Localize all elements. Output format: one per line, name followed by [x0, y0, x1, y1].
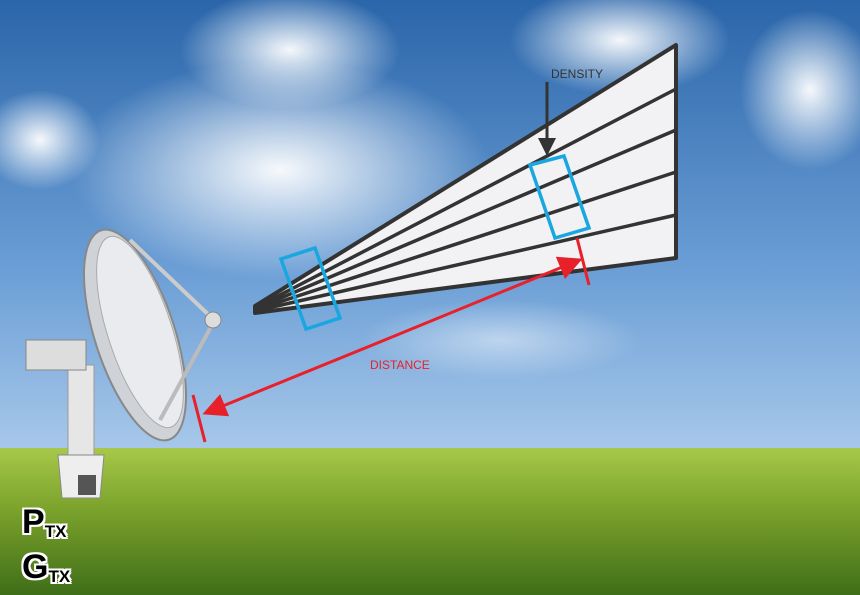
power-symbol: P — [22, 503, 45, 541]
density-box-near — [278, 245, 343, 332]
distance-tick-near — [191, 394, 207, 443]
density-label: DENSITY — [551, 67, 604, 81]
radar-dish-antenna — [25, 228, 222, 499]
grass-field — [0, 448, 860, 595]
transmit-power-label: PTX — [22, 503, 66, 542]
distance-arrow — [391, 256, 583, 339]
beam-ray — [254, 213, 677, 313]
gain-subscript: TX — [48, 567, 71, 586]
density-box-far — [527, 153, 592, 241]
distance-label: DISTANCE — [370, 358, 430, 372]
beam-ray — [254, 170, 677, 312]
transmit-gain-label: GTX — [22, 548, 70, 587]
distance-tick-far — [575, 237, 591, 286]
gain-symbol: G — [22, 548, 49, 586]
power-subscript: TX — [44, 522, 67, 541]
distance-arrow — [202, 335, 393, 417]
